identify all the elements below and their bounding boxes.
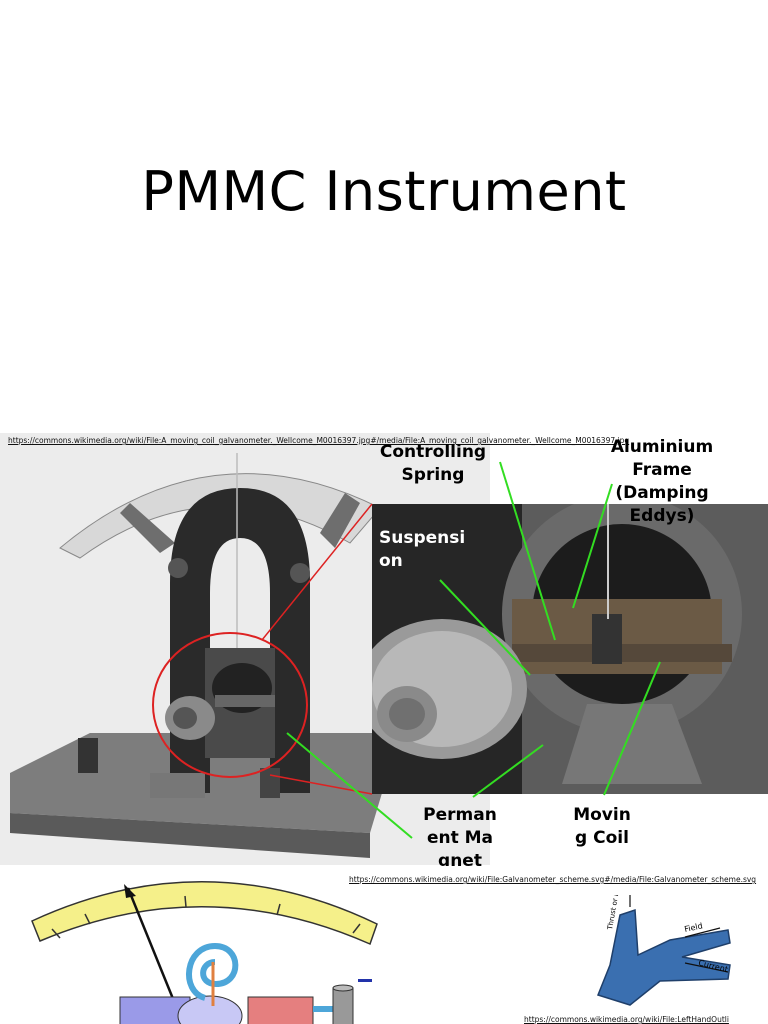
hand-source-link[interactable]: https://commons.wikimedia.org/wiki/File:… [524,1016,729,1024]
label-suspension: Suspension [379,528,466,571]
label-controlling-spring: Controlling Spring [379,442,487,485]
label-permanent-magnet: Permanent Magnet [423,805,497,866]
scheme-source-link[interactable]: https://commons.wikimedia.org/wiki/File:… [349,875,757,884]
hand-field-label: Field [684,921,704,934]
label-moving-coil: Moving Coil [573,805,631,848]
photo-source-link[interactable]: https://commons.wikimedia.org/wiki/File:… [8,437,629,445]
left-hand-rule-illustration: Thrust or Motion Field Current [590,872,740,1013]
label-aluminium-frame: Aluminium Frame (Damping Eddys) [610,437,714,526]
galvanometer-scheme [20,866,400,1024]
slide-title: PMMC Instrument [141,160,627,223]
